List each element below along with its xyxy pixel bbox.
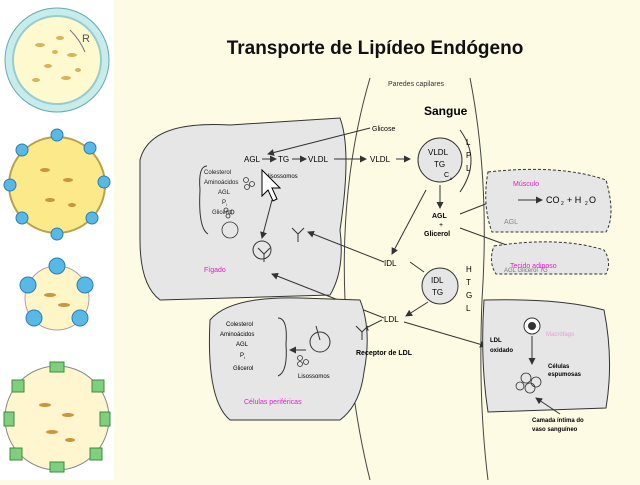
capillary-label: Paredes capilares bbox=[388, 81, 445, 88]
lpl-p: P bbox=[466, 151, 471, 160]
lipoprotein-icon-4 bbox=[3, 361, 111, 473]
celulas-perifericas-label: Células periféricas bbox=[244, 399, 302, 406]
htgl-l: L bbox=[466, 304, 471, 313]
htgl-g: G bbox=[466, 291, 472, 300]
periph-list-1: Aminoácidos bbox=[220, 332, 254, 338]
sidebar-svg: R bbox=[3, 7, 111, 473]
agl-label: AGL bbox=[244, 155, 261, 164]
h2o-o: O bbox=[589, 195, 596, 205]
camada-1: Camada íntima do bbox=[532, 418, 584, 424]
agl-glic-3: Glicerol bbox=[424, 231, 450, 238]
idl-label: IDL bbox=[384, 259, 397, 268]
htgl-t: T bbox=[466, 278, 471, 287]
co2-label: CO bbox=[546, 195, 560, 205]
co2-sub: 2 bbox=[561, 201, 564, 207]
cii-sub: II bbox=[450, 176, 452, 181]
periph-list-3: P bbox=[240, 353, 244, 359]
capillary-wall-right bbox=[469, 77, 489, 480]
sangue-label: Sangue bbox=[424, 104, 468, 118]
periph-pi-sub: i bbox=[244, 355, 245, 360]
lipoprotein-icon-2 bbox=[3, 128, 111, 241]
slide-title: Transporte de Lipídeo Endógeno bbox=[226, 38, 524, 59]
sidebar-thumbnails: R bbox=[0, 0, 114, 480]
liver-list-3: P bbox=[222, 200, 226, 206]
adipose-cell bbox=[490, 241, 610, 275]
lisossomos-periph: Lisossomos bbox=[298, 374, 330, 380]
liver-list-4: Glicerol bbox=[212, 210, 232, 216]
lpl-l2: L bbox=[466, 164, 471, 173]
lisossomos-top: lisossomos bbox=[268, 174, 298, 180]
periph-list-0: Colesterol bbox=[226, 322, 253, 328]
vldl-particle-line1: VLDL bbox=[428, 148, 449, 157]
figado-label: Fígado bbox=[204, 267, 226, 274]
liver-list-0: Colesterol bbox=[204, 170, 231, 176]
vldl-particle bbox=[417, 137, 463, 183]
vldl-liver-label: VLDL bbox=[308, 155, 329, 164]
lpl-l1: L bbox=[466, 138, 471, 147]
htgl-h: H bbox=[466, 265, 472, 274]
idl-particle-line1: IDL bbox=[431, 276, 444, 285]
liver-list-2: AGL bbox=[218, 190, 231, 196]
vldl-particle-line2: TG bbox=[434, 160, 445, 169]
vldl-blood-label: VLDL bbox=[370, 155, 391, 164]
vldl-particle-c: C bbox=[444, 172, 449, 179]
mouse-cursor-icon bbox=[261, 168, 282, 202]
h2o-sub: 2 bbox=[585, 201, 588, 207]
glicose-label: Glicose bbox=[372, 126, 395, 133]
svg-text:R: R bbox=[82, 33, 90, 45]
periph-list-4: Glicerol bbox=[233, 366, 253, 372]
ldl-label: LDL bbox=[384, 315, 399, 324]
muscle-cell bbox=[485, 168, 612, 233]
agl-glic-1: AGL bbox=[432, 213, 448, 220]
receptor-label: Receptor de LDL bbox=[356, 350, 413, 357]
peripheral-cell bbox=[208, 297, 368, 421]
periph-list-2: AGL bbox=[236, 342, 249, 348]
pi-sub: i bbox=[226, 202, 227, 207]
capillary-wall-left bbox=[343, 77, 371, 480]
tecido-label: Tecido adiposo bbox=[510, 263, 557, 270]
lipoprotein-icon-3 bbox=[19, 257, 94, 331]
tg-label: TG bbox=[278, 155, 289, 164]
espumosas-1: Células bbox=[548, 364, 570, 370]
idl-particle-line2: TG bbox=[432, 288, 443, 297]
vessel-intima bbox=[482, 299, 611, 413]
agl-muscle: AGL bbox=[504, 219, 518, 226]
ldl-ox-1: LDL bbox=[490, 338, 502, 344]
h2o-label: + H bbox=[567, 195, 581, 205]
espumosas-2: espumosas bbox=[548, 372, 582, 378]
agl-glic-2: + bbox=[439, 222, 443, 229]
camada-2: vaso sanguíneo bbox=[532, 427, 578, 433]
liver-list-1: Aminoácidos bbox=[204, 180, 238, 186]
macrofago-label: Macrófago bbox=[546, 332, 575, 338]
adipose-bottom: AGL Glicerol TG bbox=[504, 268, 548, 274]
lipoprotein-icon-1: R bbox=[4, 7, 110, 113]
musculo-label: Músculo bbox=[513, 181, 539, 188]
ldl-ox-2: oxidado bbox=[490, 348, 513, 354]
liver-cell bbox=[139, 117, 347, 301]
idl-particle bbox=[421, 267, 459, 305]
